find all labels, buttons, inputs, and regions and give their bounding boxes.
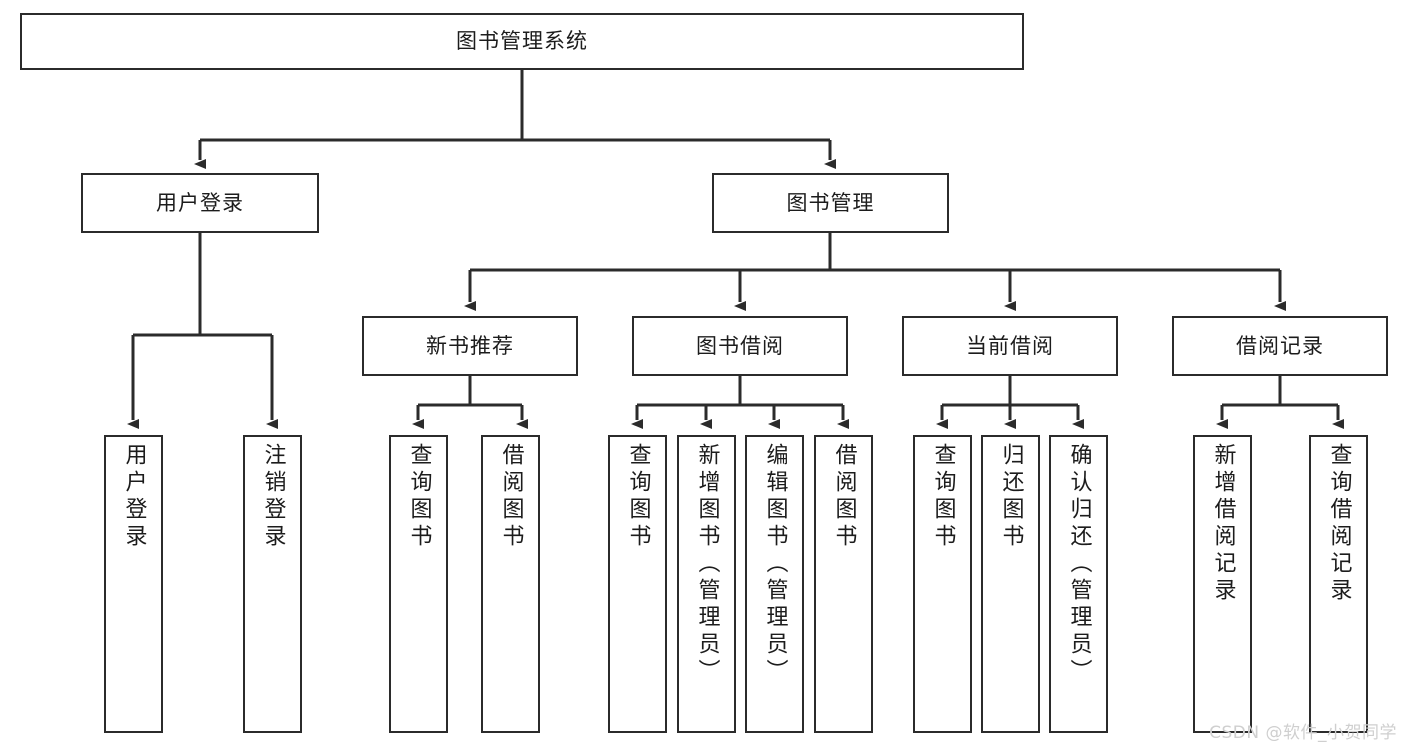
leaf-user-login-login[interactable]: 用户登录: [104, 435, 163, 733]
leaf-current-confirm-return-admin[interactable]: 确认归还（管理员）: [1049, 435, 1108, 733]
node-label: 图书借阅: [696, 333, 784, 358]
node-book-borrow[interactable]: 图书借阅: [632, 316, 848, 376]
node-label: 借阅图书: [831, 443, 857, 551]
node-label: 确认归还（管理员）: [1066, 443, 1092, 686]
node-label: 新书推荐: [426, 333, 514, 358]
node-label: 用户登录: [121, 443, 147, 551]
leaf-record-query-record[interactable]: 查询借阅记录: [1309, 435, 1368, 733]
watermark: CSDN @软件_小贺同学: [1209, 723, 1397, 743]
node-label: 查询借阅记录: [1326, 443, 1352, 605]
node-book-management[interactable]: 图书管理: [712, 173, 949, 233]
node-label: 编辑图书（管理员）: [762, 443, 788, 686]
node-label: 借阅记录: [1236, 333, 1324, 358]
leaf-borrow-borrow-book[interactable]: 借阅图书: [814, 435, 873, 733]
leaf-recommend-borrow-book[interactable]: 借阅图书: [481, 435, 540, 733]
node-label: 借阅图书: [498, 443, 524, 551]
leaf-borrow-edit-book-admin[interactable]: 编辑图书（管理员）: [745, 435, 804, 733]
node-root-system[interactable]: 图书管理系统: [20, 13, 1024, 70]
leaf-borrow-add-book-admin[interactable]: 新增图书（管理员）: [677, 435, 736, 733]
node-label: 新增借阅记录: [1210, 443, 1236, 605]
node-new-book-recommend[interactable]: 新书推荐: [362, 316, 578, 376]
leaf-record-add-record[interactable]: 新增借阅记录: [1193, 435, 1252, 733]
node-label: 当前借阅: [966, 333, 1054, 358]
leaf-current-return-book[interactable]: 归还图书: [981, 435, 1040, 733]
node-label: 归还图书: [998, 443, 1024, 551]
node-label: 注销登录: [260, 443, 286, 551]
node-label: 查询图书: [930, 443, 956, 551]
leaf-borrow-query-book[interactable]: 查询图书: [608, 435, 667, 733]
node-user-login[interactable]: 用户登录: [81, 173, 319, 233]
node-label: 查询图书: [406, 443, 432, 551]
node-label: 查询图书: [625, 443, 651, 551]
leaf-recommend-query-book[interactable]: 查询图书: [389, 435, 448, 733]
node-label: 用户登录: [156, 190, 244, 215]
node-label: 图书管理: [786, 190, 875, 215]
node-current-borrow[interactable]: 当前借阅: [902, 316, 1118, 376]
node-label: 图书管理系统: [456, 29, 588, 54]
leaf-current-query-book[interactable]: 查询图书: [913, 435, 972, 733]
leaf-user-login-logout[interactable]: 注销登录: [243, 435, 302, 733]
node-borrow-record[interactable]: 借阅记录: [1172, 316, 1388, 376]
node-label: 新增图书（管理员）: [694, 443, 720, 686]
